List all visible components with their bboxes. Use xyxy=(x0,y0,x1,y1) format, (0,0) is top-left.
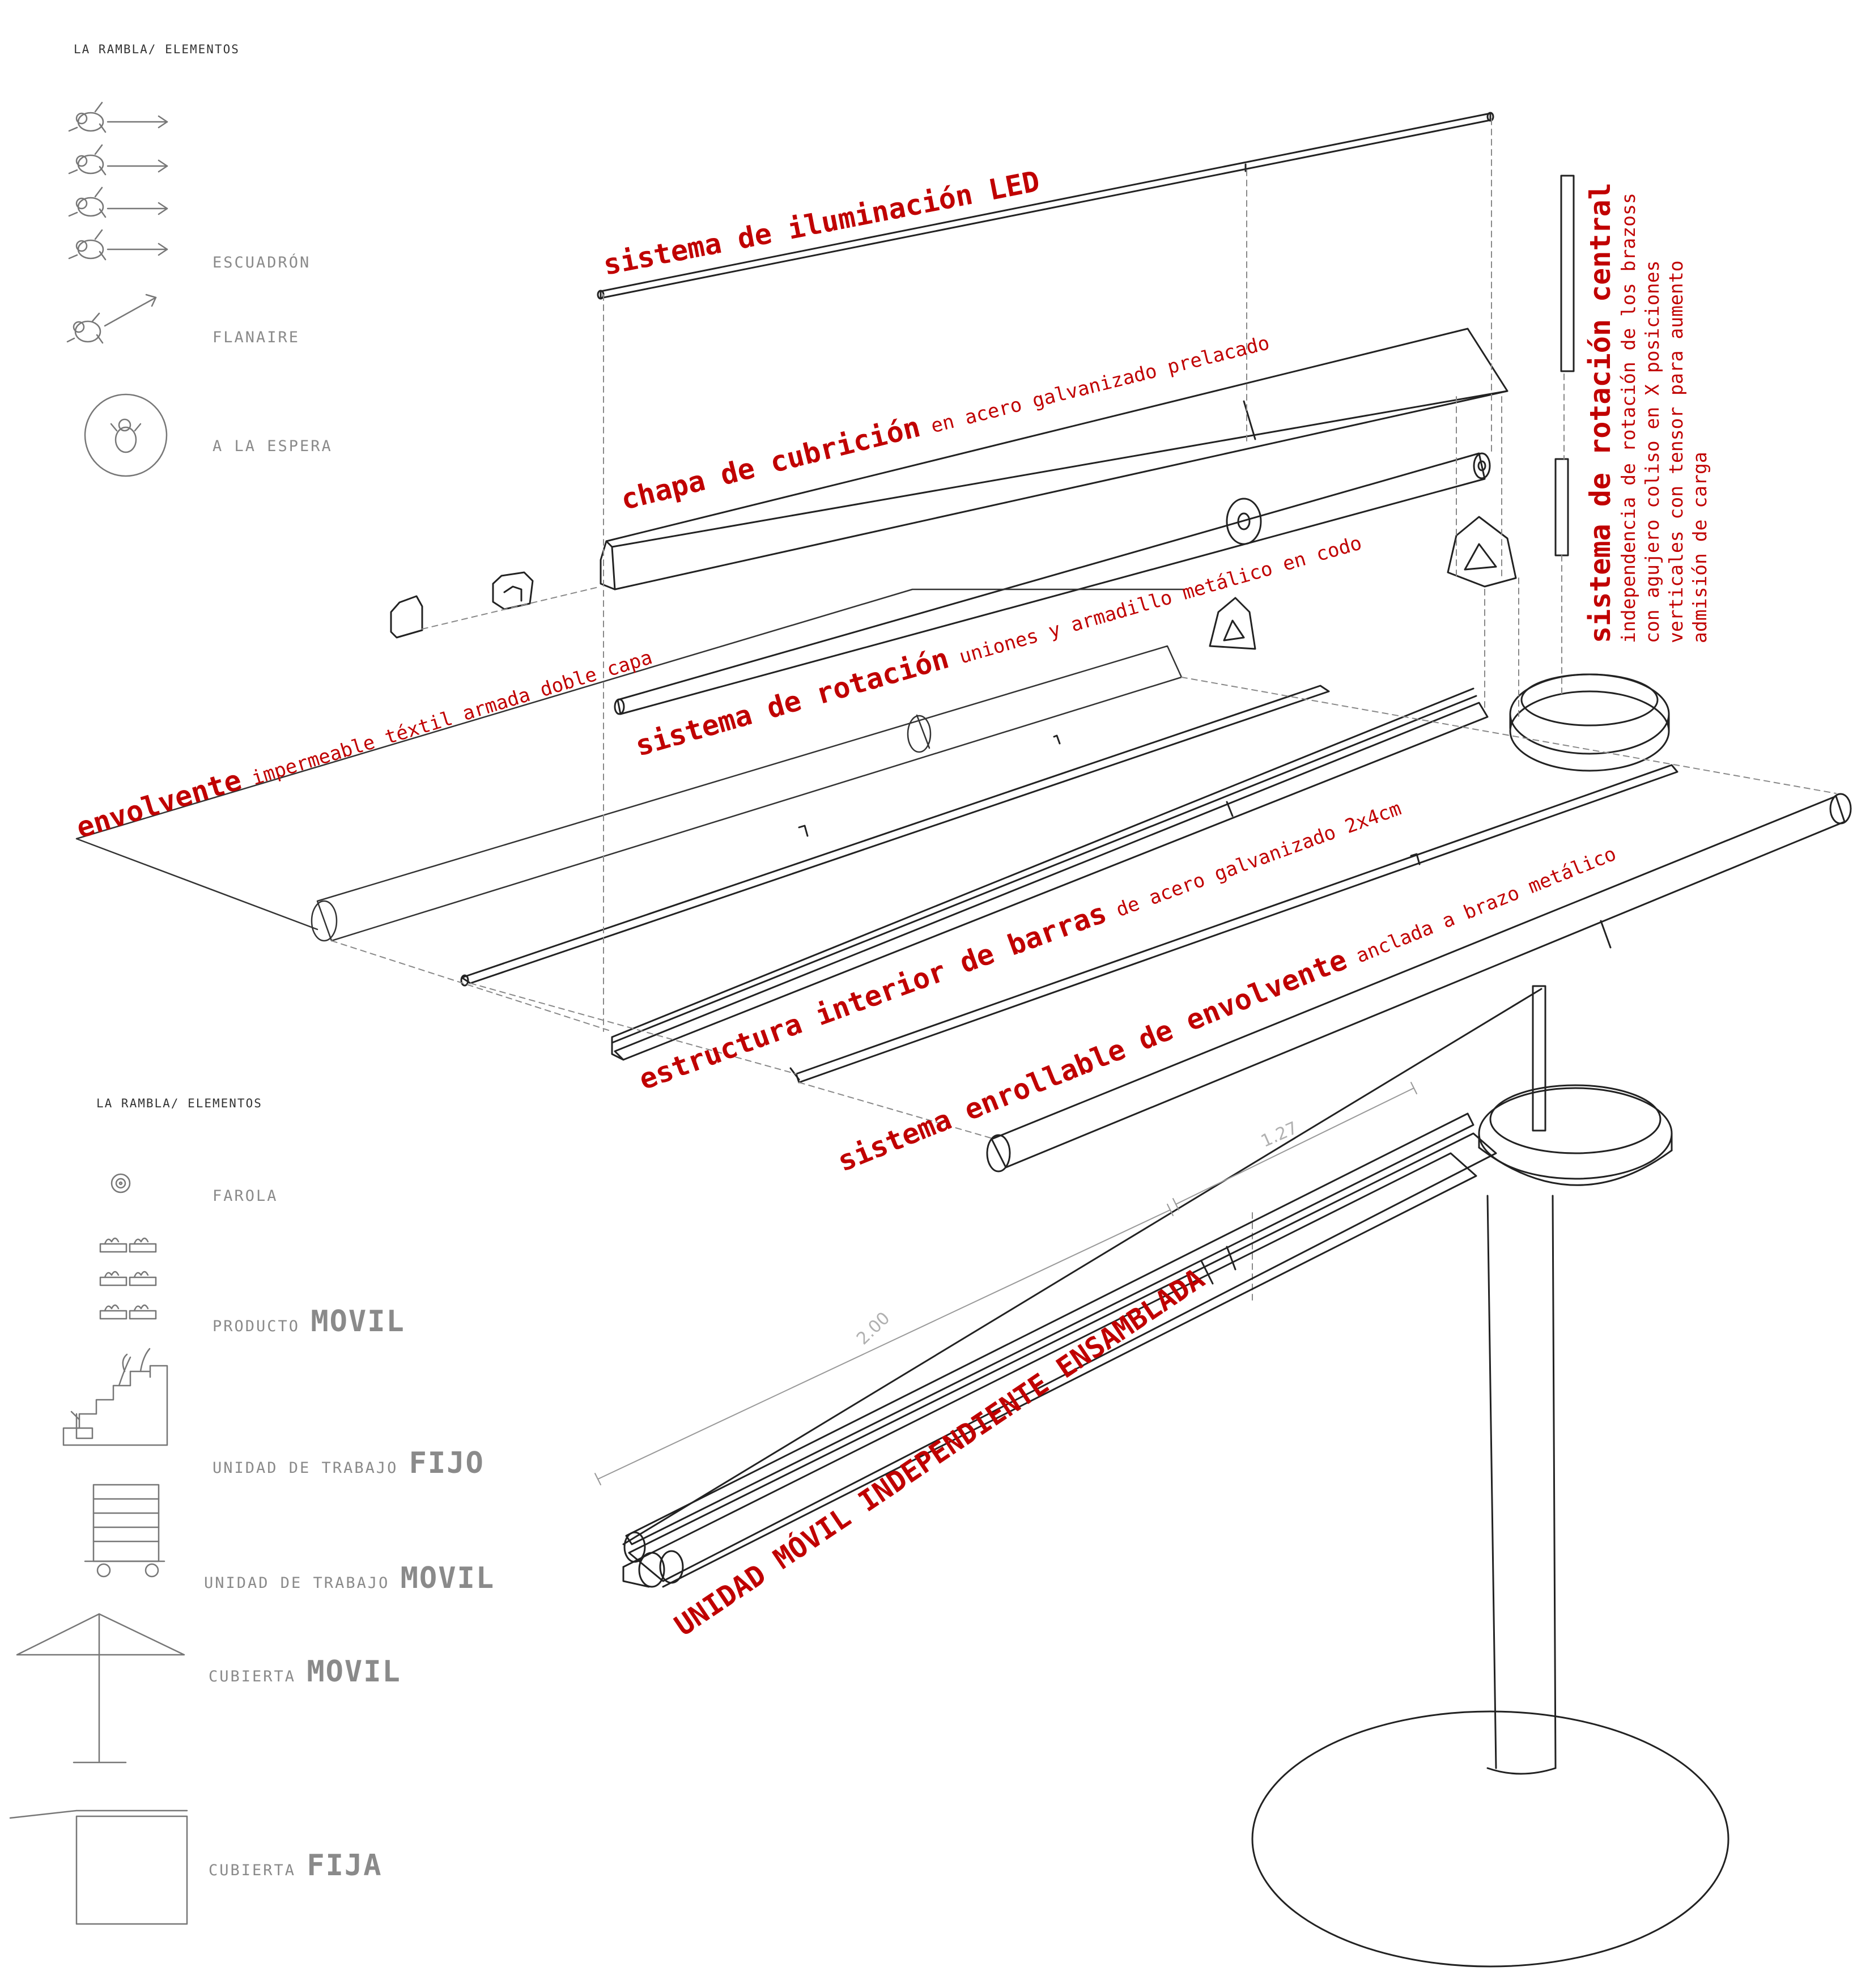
fixed-cover-icon xyxy=(9,1809,188,1925)
legend-cubierta-fija: CUBIERTA FIJA xyxy=(209,1849,383,1883)
pedestrian-group-icon xyxy=(68,101,168,261)
roof-cover-sheet xyxy=(600,328,1508,591)
legend-flanaire: FLANAIRE xyxy=(213,329,300,346)
label-rotacion-central: sistema de rotación central independenci… xyxy=(1584,182,1711,643)
legend-a-la-espera: A LA ESPERA xyxy=(213,437,333,455)
legend-unidad-trabajo-movil: UNIDAD DE TRABAJO MOVIL xyxy=(204,1561,495,1595)
rollup-system xyxy=(986,793,1852,1173)
end-profile-pieces xyxy=(390,571,534,639)
pedestrian-walking-icon xyxy=(66,294,157,344)
legend-producto-movil: PRODUCTO MOVIL xyxy=(213,1305,405,1339)
rotation-system xyxy=(614,175,1575,715)
streetlamp-icon xyxy=(111,1173,131,1193)
product-crates-icon xyxy=(99,1237,157,1320)
assembled-unit xyxy=(622,985,1729,1968)
legend-farola: FAROLA xyxy=(213,1187,278,1205)
mobile-cart-icon xyxy=(84,1484,165,1578)
pedestrian-waiting-icon xyxy=(84,393,168,477)
legend-unidad-trabajo-fijo: UNIDAD DE TRABAJO FIJO xyxy=(213,1446,485,1480)
led-lighting-bar xyxy=(597,112,1494,300)
legend-cubierta-movil: CUBIERTA MOVIL xyxy=(209,1655,401,1689)
central-ring xyxy=(1509,673,1670,772)
legend-escuadron: ESCUADRÓN xyxy=(213,254,311,271)
legend-bottom-header: LA RAMBLA/ ELEMENTOS xyxy=(96,1097,262,1110)
umbrella-cover-icon xyxy=(16,1613,185,1764)
fixed-workstation-icon xyxy=(62,1348,168,1446)
legend-top-header: LA RAMBLA/ ELEMENTOS xyxy=(74,43,240,56)
construction-guides xyxy=(331,118,1837,1304)
interior-bar-structure xyxy=(460,685,1678,1084)
dimension-lines xyxy=(594,1082,1417,1485)
